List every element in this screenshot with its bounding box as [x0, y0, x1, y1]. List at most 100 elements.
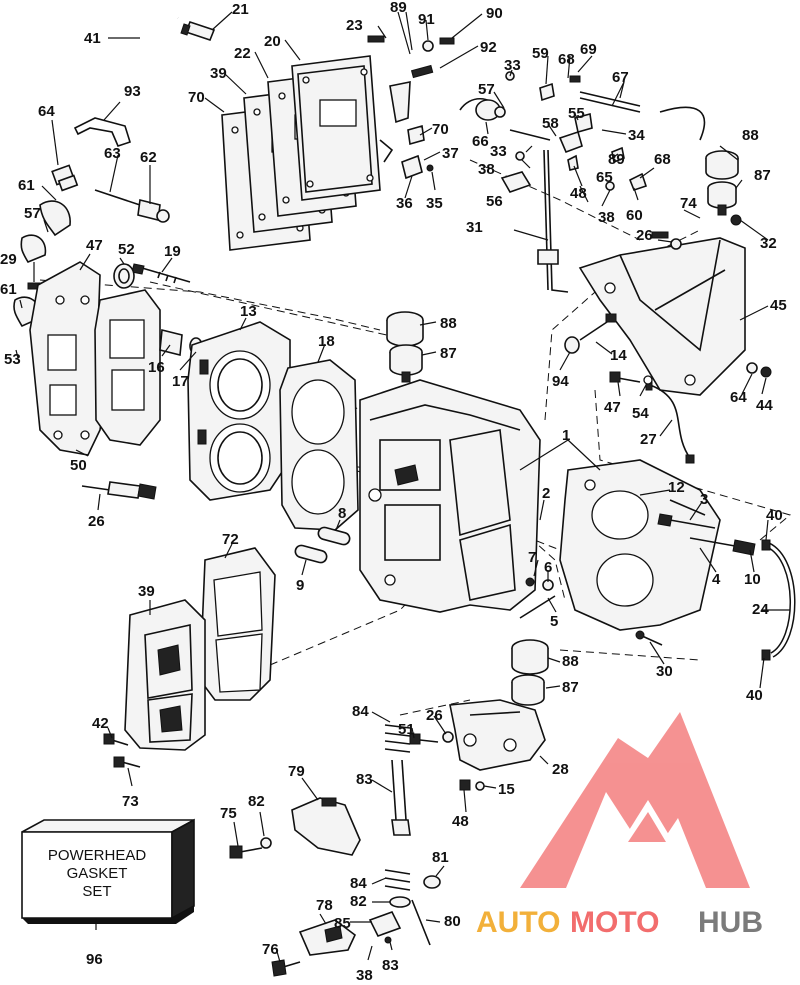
cover-46	[29, 261, 111, 456]
part-label: 13	[240, 303, 257, 320]
part-label: 84	[350, 875, 367, 892]
grommet-51	[113, 263, 135, 289]
mount-87-88-right	[705, 150, 739, 216]
part-label: 73	[122, 793, 139, 810]
part-label: 40	[766, 507, 783, 524]
part-label: 59	[532, 45, 549, 62]
part-label: 19	[164, 243, 181, 260]
hose-24	[761, 539, 796, 661]
small-hardware-top	[367, 35, 742, 250]
part-label: 68	[558, 51, 575, 68]
rod-67	[579, 91, 706, 141]
bracket-28	[449, 699, 546, 771]
part-label: 9	[296, 577, 304, 594]
part-label: 12	[668, 479, 685, 496]
part-label: 18	[318, 333, 335, 350]
plunger-84-85	[384, 724, 411, 908]
part-label: 85	[334, 915, 351, 932]
washer-82	[423, 875, 441, 889]
fitting-21	[180, 21, 216, 41]
part-label: 89	[608, 151, 625, 168]
part-label: 34	[628, 127, 645, 144]
part-label: 14	[610, 347, 627, 364]
part-label: 66	[472, 133, 489, 150]
part-label: 21	[232, 1, 249, 18]
part-label: 93	[124, 83, 141, 100]
watermark-part3: HUB	[698, 906, 763, 939]
part-label: 20	[264, 33, 281, 50]
fitting-63	[51, 164, 79, 192]
part-label: 79	[288, 763, 305, 780]
part-label: 17	[172, 373, 189, 390]
bolts-43-72	[103, 733, 141, 768]
part-label: 30	[656, 663, 673, 680]
bolt-3-4-10	[657, 513, 756, 556]
bracket-45	[578, 237, 746, 396]
cylinder-head-13	[187, 321, 291, 501]
bracket-77	[298, 919, 356, 956]
part-label: 26	[636, 227, 653, 244]
part-label: 6	[544, 559, 552, 576]
part-label: 61	[18, 177, 35, 194]
part-label: 62	[140, 149, 157, 166]
part-label: 31	[466, 219, 483, 236]
part-label: 83	[356, 771, 373, 788]
part-label: 1	[562, 427, 570, 444]
watermark-logo-mark	[520, 712, 750, 888]
part-label: 87	[440, 345, 457, 362]
part-label: 91	[418, 11, 435, 28]
part-label: 78	[316, 897, 333, 914]
bolt-19	[131, 263, 191, 284]
part-label: 64	[38, 103, 55, 120]
link-86-79-80	[368, 899, 431, 946]
part-label: 54	[632, 405, 649, 422]
part-label: 81	[432, 849, 449, 866]
gasket-box-line1: POWERHEAD	[48, 847, 147, 864]
part-label: 55	[568, 105, 585, 122]
part-label: 50	[70, 457, 87, 474]
part-label: 67	[612, 69, 629, 86]
gasket-box-line2: GASKET	[67, 865, 128, 882]
part-label: 83	[382, 957, 399, 974]
part-label: 33	[504, 57, 521, 74]
cover-plate-20	[291, 55, 381, 201]
part-label: 96	[86, 951, 103, 968]
part-label: 8	[338, 505, 346, 522]
linkage-arm-31	[537, 149, 569, 293]
part-label: 69	[580, 41, 597, 58]
bolt-30	[635, 630, 663, 646]
part-label: 48	[570, 185, 587, 202]
part-label: 29	[0, 251, 17, 268]
part-label: 4	[712, 571, 721, 588]
spark-plug-27	[81, 481, 157, 500]
bolts-76-81	[229, 837, 272, 859]
part-label: 44	[756, 397, 773, 414]
cover-38	[124, 599, 206, 751]
dowel-pins-8-9	[294, 526, 351, 564]
part-label: 33	[490, 143, 507, 160]
part-label: 58	[542, 115, 559, 132]
mount-87-88-top	[386, 311, 424, 383]
clamp-60-56-29	[13, 200, 71, 328]
hardware-14-47-54-64-44	[564, 313, 772, 385]
part-label: 88	[562, 653, 579, 670]
gasket-box-line3: SET	[82, 883, 111, 900]
part-label: 32	[760, 235, 777, 252]
part-label: 87	[562, 679, 579, 696]
gasket-71	[199, 547, 276, 701]
part-label: 60	[626, 207, 643, 224]
part-label: 47	[86, 237, 103, 254]
mount-87-88-bottom	[511, 639, 549, 706]
bolt-75	[271, 959, 301, 977]
part-label: 24	[752, 601, 769, 618]
part-label: 88	[440, 315, 457, 332]
part-label: 82	[350, 893, 367, 910]
part-label: 7	[528, 549, 536, 566]
part-label: 26	[88, 513, 105, 530]
part-label: 10	[744, 571, 761, 588]
part-label: 90	[486, 5, 503, 22]
part-label: 37	[442, 145, 459, 162]
bracket-78	[291, 797, 361, 856]
